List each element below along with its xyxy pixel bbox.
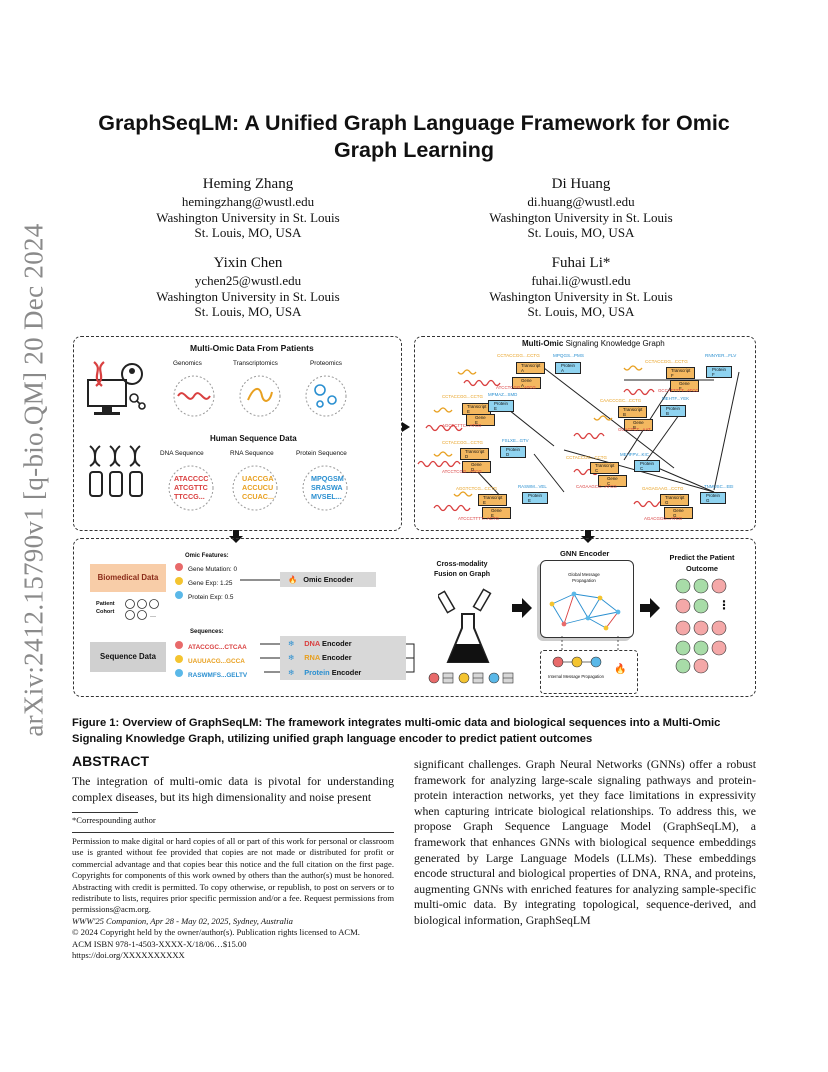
author-block: Fuhai Li* fuhai.li@wustl.edu Washington … (441, 254, 721, 320)
paper-title: GraphSeqLM: A Unified Graph Language Fra… (72, 110, 756, 164)
snowflake-icon: ❄ (288, 653, 295, 662)
arxiv-id: arXiv:2412.15790v1 [q-bio.QM] 20 Dec 202… (18, 223, 49, 737)
omic-features-list: Gene Mutation: 0 Gene Exp: 1.25 Protein … (188, 566, 238, 601)
seq-type-label: Protein Sequence (296, 450, 347, 457)
feature-dots (175, 563, 183, 599)
dna-encoder: ❄DNA Encoder (280, 636, 406, 651)
sequence-circles (168, 465, 348, 511)
permission-text: Permission to make digital or hard copie… (72, 836, 394, 915)
flame-icon: 🔥 (614, 664, 627, 675)
permission-rule (72, 832, 394, 833)
omic-label: Genomics (173, 360, 202, 367)
sequence-data-box: Sequence Data (90, 642, 166, 672)
patient-cohort-label: Patient Cohort (96, 601, 115, 615)
omic-features-title: Omic Features: (185, 553, 229, 559)
abstract-text-right: significant challenges. Graph Neural Net… (414, 757, 756, 927)
global-propagation-label: Global Message Propagation (568, 572, 600, 583)
title-line-2: Graph Learning (333, 138, 495, 162)
author-block: Heming Zhang hemingzhang@wustl.edu Washi… (108, 175, 388, 241)
author-block: Yixin Chen ychen25@wustl.edu Washington … (108, 254, 388, 320)
arxiv-stamp: arXiv:2412.15790v1 [q-bio.QM] 20 Dec 202… (14, 223, 54, 736)
copyright: © 2024 Copyright held by the owner/autho… (72, 927, 360, 938)
author-location: St. Louis, MO, USA (194, 304, 302, 320)
ellipsis: ⋮ (718, 598, 730, 612)
permission-block: Permission to make digital or hard copie… (72, 836, 394, 961)
internal-propagation-box (540, 650, 638, 694)
venue: WWW'25 Companion, Apr 28 - May 02, 2025,… (72, 915, 293, 926)
isbn: ACM ISBN 978-1-4503-XXXX-X/18/06…$15.00 (72, 938, 247, 949)
abstract-text-left: The integration of multi-omic data is pi… (72, 774, 394, 804)
author-email: fuhai.li@wustl.edu (531, 273, 631, 288)
gnn-encoder-graph (540, 560, 634, 638)
omic-label: Proteomics (310, 360, 342, 367)
author-name: Yixin Chen (213, 255, 283, 271)
rna-encoder: ❄RNA Encoder (280, 650, 406, 665)
flame-icon: 🔥 (288, 575, 298, 584)
author-affiliation: Washington University in St. Louis (156, 209, 340, 225)
omic-label: Transcriptomics (233, 360, 278, 367)
panel-a-title: Multi-Omic Data From Patients (190, 343, 314, 353)
doi-link[interactable]: https://doi.org/XXXXXXXXXX (72, 950, 185, 961)
biomedical-data-box: Biomedical Data (90, 564, 166, 592)
omic-encoder: 🔥Omic Encoder (280, 572, 376, 587)
author-location: St. Louis, MO, USA (527, 225, 635, 241)
predict-outcome-label: Predict the Patient Outcome (669, 553, 735, 573)
author-location: St. Louis, MO, USA (194, 225, 302, 241)
encoder-connectors (240, 579, 415, 673)
author-location: St. Louis, MO, USA (527, 304, 635, 320)
fused-embedding-icons (428, 672, 514, 684)
author-name: Fuhai Li* (551, 255, 611, 271)
title-line-1: GraphSeqLM: A Unified Graph Language Fra… (98, 111, 730, 135)
seq-type-label: DNA Sequence (160, 450, 204, 457)
sequence-dots (175, 641, 183, 677)
author-affiliation: Washington University in St. Louis (489, 288, 673, 304)
arrow-right-icon (640, 598, 660, 618)
author-email: di.huang@wustl.edu (527, 194, 635, 209)
gnn-encoder-label: GNN Encoder (560, 549, 610, 558)
author-affiliation: Washington University in St. Louis (489, 209, 673, 225)
flask-icon (438, 588, 492, 663)
arrow-right-icon (402, 422, 410, 432)
protein-encoder: ❄Protein Encoder (280, 665, 406, 680)
arrow-down-icon (581, 530, 595, 543)
panel-pipeline (73, 538, 756, 697)
panel-b-title: Multi-Omic Signaling Knowledge Graph (522, 339, 665, 348)
internal-propagation-label: Internal Message Propagation (548, 674, 604, 679)
dashed-connector (561, 636, 619, 650)
svg-text:…: … (150, 612, 156, 619)
internal-nodes (552, 656, 602, 668)
sequences-title: Sequences: (190, 629, 224, 635)
arrow-down-icon (229, 530, 243, 543)
author-affiliation: Washington University in St. Louis (156, 288, 340, 304)
researcher-computer-icon (87, 361, 146, 415)
patient-cohort-icon: … (125, 599, 159, 620)
patients-dna-icon (89, 445, 143, 497)
seq-type-label: RNA Sequence (230, 450, 274, 457)
arrow-right-icon (512, 598, 532, 618)
omic-circles (173, 375, 347, 417)
author-email: ychen25@wustl.edu (194, 273, 302, 288)
author-email: hemingzhang@wustl.edu (181, 194, 315, 209)
seq-data-title: Human Sequence Data (210, 434, 297, 443)
gnn-graph-drawing (549, 591, 621, 631)
snowflake-icon: ❄ (288, 639, 295, 648)
author-name: Di Huang (551, 176, 611, 192)
snowflake-icon: ❄ (288, 668, 295, 677)
footnote-rule (72, 812, 138, 813)
author-block: Di Huang di.huang@wustl.edu Washington U… (441, 175, 721, 241)
patient-outcomes (675, 578, 727, 674)
abstract-heading: ABSTRACT (72, 753, 149, 769)
footnote: *Correspounding author (72, 815, 156, 825)
sequences-list: ATACCGC...CTCAA UAUUACG...GCCA RASWMFS..… (188, 644, 248, 679)
fusion-label: Cross-modality Fusion on Graph (434, 561, 490, 578)
author-name: Heming Zhang (202, 176, 294, 192)
figure-caption: Figure 1: Overview of GraphSeqLM: The fr… (72, 717, 721, 745)
